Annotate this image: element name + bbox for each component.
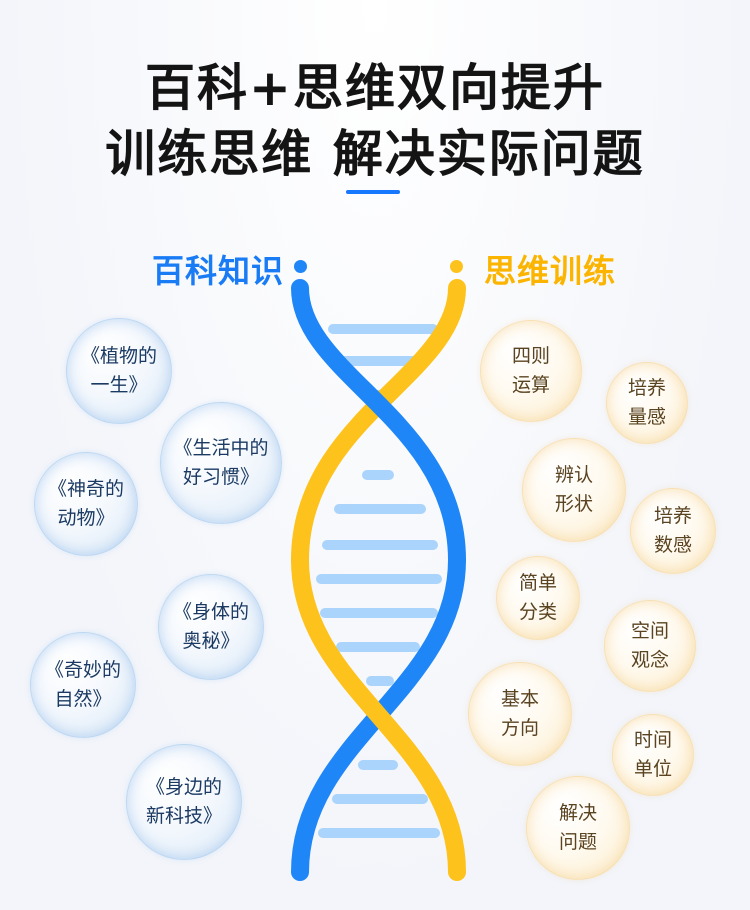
helix-rung <box>316 574 442 584</box>
skill-bubble: 辨认 形状 <box>522 438 626 542</box>
yellow-strand-dot <box>450 260 463 273</box>
skill-bubble-label: 时间 单位 <box>633 728 672 780</box>
headline-line-1: 百科+思维双向提升 <box>145 59 605 117</box>
yellow-strand-front <box>291 551 466 881</box>
skill-bubble-label: 辨认 形状 <box>554 463 593 515</box>
helix-rung <box>328 324 438 334</box>
skill-bubble-label: 简单 分类 <box>518 571 557 623</box>
blue-strand-front <box>291 279 466 569</box>
topic-bubble: 《植物的 一生》 <box>66 318 172 424</box>
helix-rung <box>362 470 394 480</box>
helix-rung <box>336 642 420 652</box>
skill-bubble-label: 基本 方向 <box>500 687 539 739</box>
helix-rung <box>358 760 398 770</box>
thinking-section-title: 思维训练 <box>484 252 617 290</box>
topic-bubble: 《神奇的 动物》 <box>34 452 138 556</box>
skill-bubble: 解决 问题 <box>526 776 630 880</box>
topic-bubble-label: 《身体的 奥秘》 <box>172 600 249 652</box>
skill-bubble: 四则 运算 <box>480 320 582 422</box>
topic-bubble-label: 《身边的 新科技》 <box>145 775 222 827</box>
skill-bubble-label: 解决 问题 <box>558 801 597 853</box>
title-underline <box>346 190 400 194</box>
skill-bubble: 简单 分类 <box>496 556 580 640</box>
topic-bubble: 《生活中的 好习惯》 <box>160 402 282 524</box>
blue-strand-dot <box>294 260 307 273</box>
skill-bubble: 时间 单位 <box>612 714 694 796</box>
helix-rung <box>320 608 438 618</box>
encyclopedia-section-title: 百科知识 <box>152 252 285 290</box>
topic-bubble-label: 《奇妙的 自然》 <box>44 658 121 710</box>
skill-bubble: 培养 量感 <box>606 362 688 444</box>
topic-bubble: 《身边的 新科技》 <box>126 744 242 860</box>
topic-bubble-label: 《神奇的 动物》 <box>47 477 124 529</box>
skill-bubble-label: 四则 运算 <box>511 344 550 396</box>
headline-line-2: 训练思维 解决实际问题 <box>105 125 645 183</box>
topic-bubble-label: 《生活中的 好习惯》 <box>173 436 269 488</box>
skill-bubble: 培养 数感 <box>630 488 716 574</box>
topic-bubble-label: 《植物的 一生》 <box>80 344 157 396</box>
helix-rung <box>334 504 426 514</box>
helix-rung <box>366 676 394 686</box>
helix-rung <box>318 828 440 838</box>
topic-bubble: 《奇妙的 自然》 <box>30 632 136 738</box>
skill-bubble-label: 培养 量感 <box>627 376 666 428</box>
topic-bubble: 《身体的 奥秘》 <box>158 574 264 680</box>
skill-bubble: 空间 观念 <box>604 600 696 692</box>
skill-bubble-label: 空间 观念 <box>630 619 669 671</box>
helix-rung <box>340 356 420 366</box>
skill-bubble: 基本 方向 <box>468 662 572 766</box>
helix-rung <box>332 794 428 804</box>
skill-bubble-label: 培养 数感 <box>653 504 692 556</box>
helix-rung <box>322 540 438 550</box>
